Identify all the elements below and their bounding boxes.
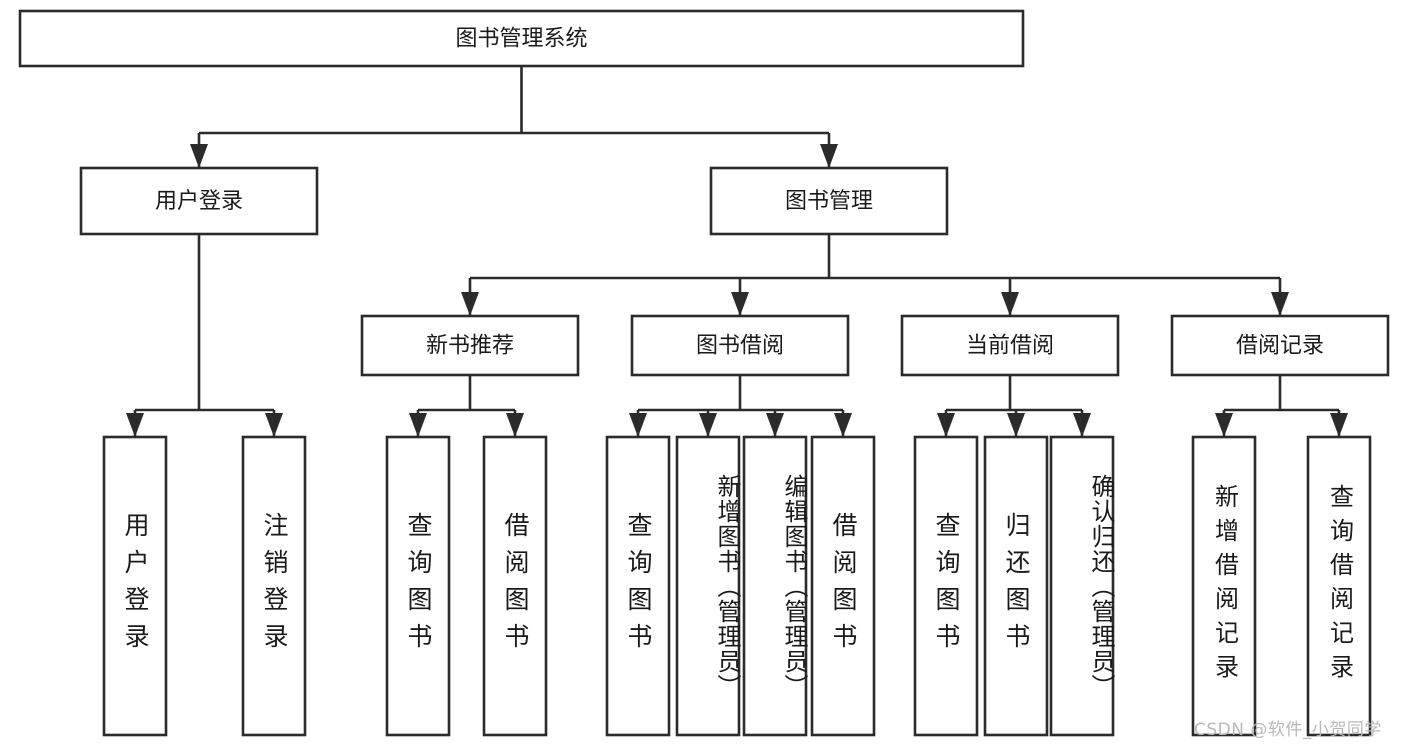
node-box-leaf-query-book-current[interactable]: [913, 435, 979, 737]
node-label-new-book-recommend: 新书推荐: [426, 334, 514, 359]
node-label-book-manage: 图书管理: [785, 189, 873, 214]
csdn-watermark: CSDN @软件_小贺同学: [1194, 720, 1382, 740]
node-box-leaf-edit-book[interactable]: [742, 435, 808, 737]
arrow-head-icon: [1007, 413, 1025, 437]
node-box-book-borrow[interactable]: [630, 314, 850, 377]
node-box-user-login[interactable]: [79, 166, 319, 236]
arrow-head-icon: [629, 413, 647, 437]
arrow-head-icon: [766, 413, 784, 437]
node-box-book-manage[interactable]: [709, 166, 949, 236]
node-label-book-borrow: 图书借阅: [696, 334, 784, 359]
connectors-layer: [126, 66, 1348, 437]
arrow-head-icon: [506, 413, 524, 437]
node-box-leaf-add-borrow-record[interactable]: [1191, 435, 1257, 737]
arrow-head-icon: [409, 413, 427, 437]
node-box-leaf-add-book[interactable]: [675, 435, 741, 737]
node-box-leaf-borrow-book-rec[interactable]: [482, 435, 548, 737]
node-box-leaf-confirm-return[interactable]: [1049, 435, 1115, 737]
boxes-layer: [18, 9, 1390, 737]
node-label-current-borrow: 当前借阅: [966, 334, 1054, 359]
node-label-borrow-record: 借阅记录: [1236, 334, 1324, 359]
arrow-head-icon: [126, 413, 144, 437]
node-box-root[interactable]: [18, 9, 1025, 68]
node-box-borrow-record[interactable]: [1170, 314, 1390, 377]
arrow-head-icon: [937, 413, 955, 437]
arrow-head-icon: [265, 413, 283, 437]
node-box-leaf-query-borrow-record[interactable]: [1306, 435, 1372, 737]
arrow-head-icon: [190, 144, 208, 168]
arrow-head-icon: [1271, 292, 1289, 316]
arrow-head-icon: [1215, 413, 1233, 437]
node-label-user-login: 用户登录: [155, 189, 243, 214]
arrow-head-icon: [731, 292, 749, 316]
node-box-leaf-return-book[interactable]: [983, 435, 1049, 737]
node-box-leaf-query-book-rec[interactable]: [385, 435, 451, 737]
arrow-head-icon: [834, 413, 852, 437]
arrow-head-icon: [1073, 413, 1091, 437]
node-box-current-borrow[interactable]: [900, 314, 1120, 377]
arrow-head-icon: [1330, 413, 1348, 437]
arrow-head-icon: [1001, 292, 1019, 316]
node-box-new-book-recommend[interactable]: [360, 314, 580, 377]
node-box-leaf-user-login[interactable]: [102, 435, 168, 737]
arrow-head-icon: [820, 144, 838, 168]
node-box-leaf-user-logout[interactable]: [241, 435, 307, 737]
arrow-head-icon: [461, 292, 479, 316]
arrow-head-icon: [699, 413, 717, 437]
node-label-root: 图书管理系统: [455, 27, 587, 52]
node-box-leaf-query-book-borrow[interactable]: [605, 435, 671, 737]
node-box-leaf-borrow-book[interactable]: [810, 435, 876, 737]
